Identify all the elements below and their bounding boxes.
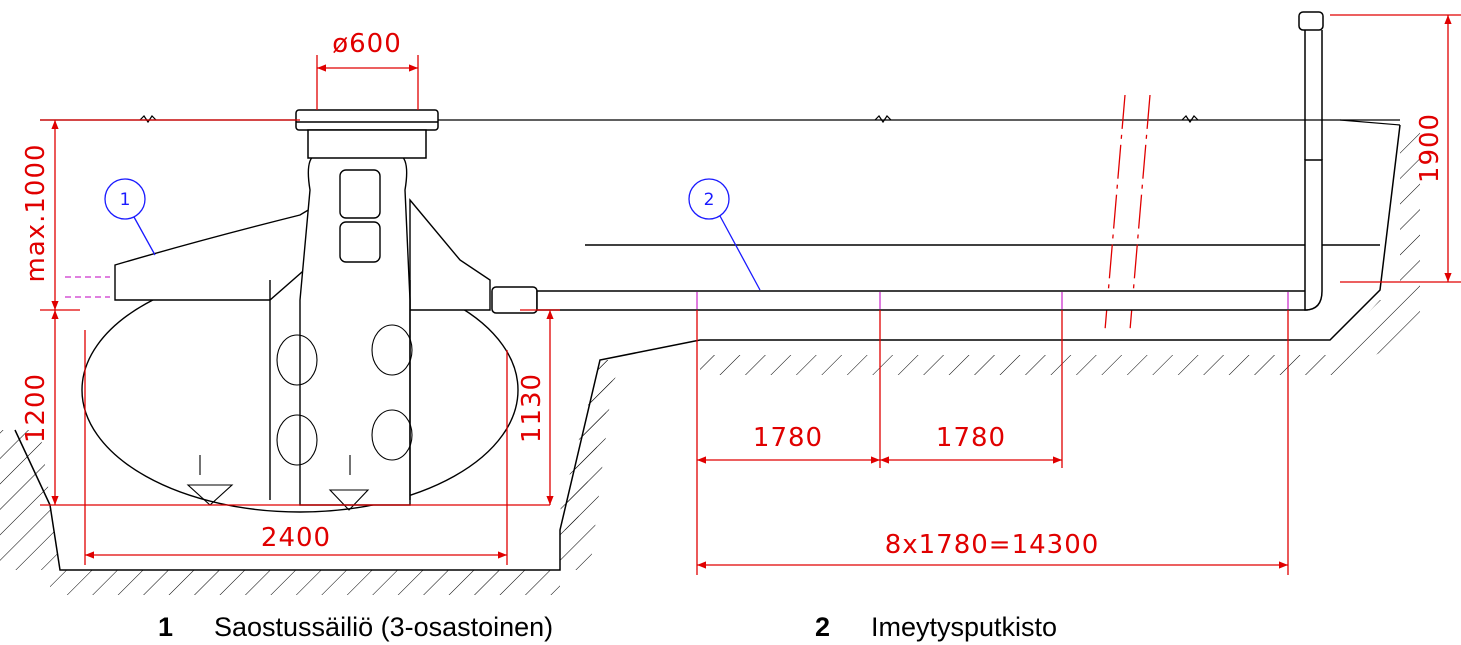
inlet-stub [65, 276, 110, 298]
legend-item-2: 2 Imeytysputkisto [815, 612, 1057, 643]
excavation-soil-hatch [0, 130, 1420, 595]
legend-item-1-label: Saostussäiliö (3-osastoinen) [214, 612, 554, 642]
dim-outlet-height: 1130 [517, 373, 547, 443]
infiltration-pipe [491, 11, 1324, 314]
dim-vent-height: 1900 [1415, 113, 1445, 183]
callout-2: 2 [688, 178, 761, 291]
tank-baffles [186, 324, 413, 511]
septic-tank [81, 154, 519, 513]
dim-segment-b: 1780 [936, 423, 1006, 453]
excavation-outline [14, 124, 1401, 571]
callout-1-number: 1 [120, 190, 131, 210]
legend-item-2-number: 2 [815, 612, 831, 642]
dim-manhole-diameter: ø600 [332, 29, 402, 59]
dim-tank-height: 1200 [21, 373, 51, 443]
callout-1: 1 [104, 178, 156, 256]
legend-item-2-label: Imeytysputkisto [871, 612, 1058, 642]
pipe-joints [696, 292, 1289, 309]
manhole-riser [295, 109, 439, 159]
dim-max-cover: max.1000 [21, 143, 51, 282]
dim-segment-a: 1780 [753, 423, 823, 453]
break-lines [1104, 94, 1151, 331]
legend-item-1-number: 1 [158, 612, 174, 642]
callout-2-number: 2 [704, 190, 715, 210]
dimension-lines [40, 14, 1461, 575]
legend-item-1: 1 Saostussäiliö (3-osastoinen) [158, 612, 553, 643]
dim-tank-length: 2400 [261, 523, 331, 553]
dimension-labels: ø600 max.1000 1200 2400 1130 1780 1780 8… [21, 29, 1445, 560]
dim-total-pipe: 8x1780=14300 [885, 530, 1100, 560]
